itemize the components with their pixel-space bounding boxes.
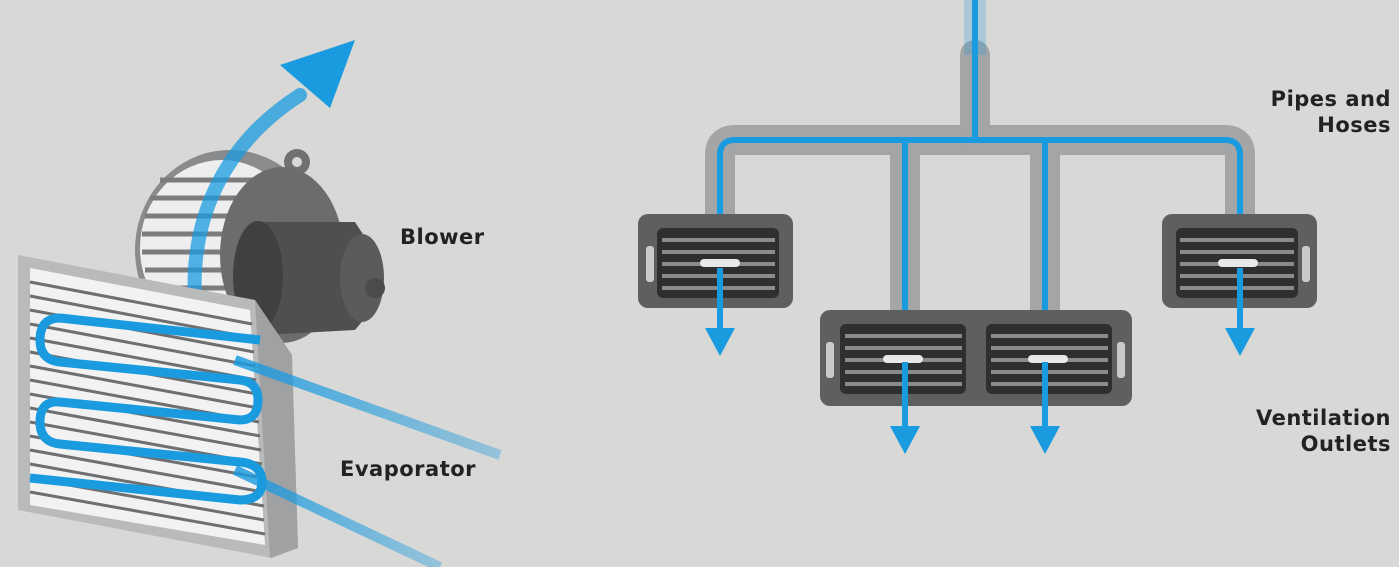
blower-label: Blower xyxy=(400,225,485,249)
vent-label-line2: Outlets xyxy=(1300,432,1391,456)
ventilation-outlets-label: Ventilation Outlets xyxy=(1171,405,1391,457)
pipe-inlet-glow xyxy=(964,0,986,55)
blower-airflow-arrow xyxy=(187,88,307,307)
outlet-airflow-arrow xyxy=(705,268,735,356)
evaporator-label: Evaporator xyxy=(340,457,477,481)
outlet-airflow-arrow xyxy=(890,362,920,454)
outlet-airflow-arrow xyxy=(1030,362,1060,454)
evaporator-airflow-line xyxy=(232,465,443,567)
pipes-label-line2: Hoses xyxy=(1317,113,1391,137)
vent-label-line1: Ventilation xyxy=(1255,406,1391,430)
pipes-and-hoses-label: Pipes and Hoses xyxy=(1191,86,1391,138)
evaporator-airflow-line xyxy=(233,355,502,460)
vent-outlet-icon xyxy=(820,310,1132,406)
pipes-label-line1: Pipes and xyxy=(1270,87,1391,111)
vent-outlet-icon xyxy=(638,214,793,308)
pipes-and-hoses-icon xyxy=(705,0,1255,363)
vent-outlet-icon xyxy=(1162,214,1317,308)
blower-airflow-arrowhead xyxy=(280,40,355,108)
outlet-airflow-arrow xyxy=(1225,268,1255,356)
